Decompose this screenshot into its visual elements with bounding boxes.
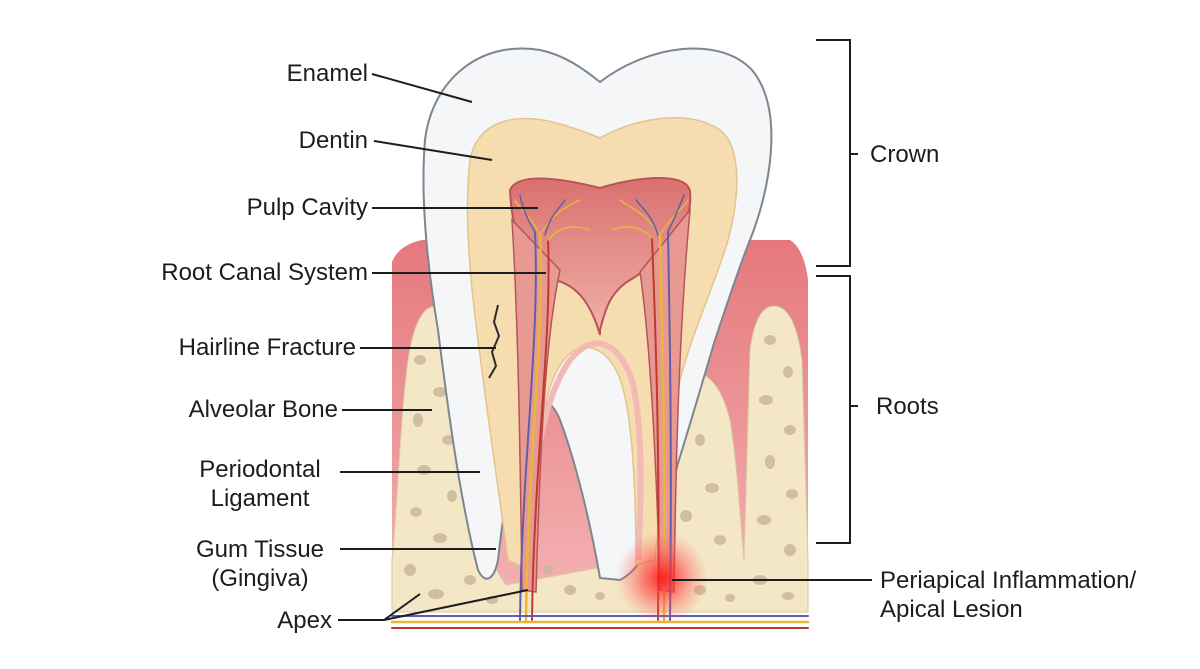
- label-periodontal-ligament-line2: Ligament: [210, 485, 310, 512]
- roots-bracket: [816, 275, 858, 544]
- label-gum-tissue-line1: Gum Tissue: [195, 536, 325, 563]
- label-periapical-inflammation: Periapical Inflammation/ Apical Lesion: [880, 566, 1136, 624]
- hairline-fracture: [488, 304, 501, 379]
- label-periapical-line2: Apical Lesion: [880, 596, 1023, 623]
- label-root-canal-system: Root Canal System: [161, 259, 368, 286]
- label-crown: Crown: [870, 141, 940, 168]
- label-roots: Roots: [876, 393, 939, 420]
- label-dentin: Dentin: [298, 127, 368, 154]
- leader-lines: [338, 73, 872, 621]
- label-periapical-line1: Periapical Inflammation/: [880, 567, 1137, 594]
- label-periodontal-ligament-line1: Periodontal: [199, 456, 321, 483]
- periapical-inflammation: [616, 532, 708, 624]
- label-gum-tissue-line2: (Gingiva): [211, 565, 309, 592]
- crown-bracket: [816, 39, 858, 267]
- label-hairline-fracture: Hairline Fracture: [178, 334, 356, 361]
- label-pulp-cavity: Pulp Cavity: [246, 194, 368, 221]
- label-apex: Apex: [277, 607, 332, 634]
- label-gum-tissue: Gum Tissue (Gingiva): [180, 535, 340, 593]
- label-enamel: Enamel: [286, 60, 368, 87]
- label-alveolar-bone: Alveolar Bone: [188, 396, 338, 423]
- label-periodontal-ligament: Periodontal Ligament: [180, 455, 340, 513]
